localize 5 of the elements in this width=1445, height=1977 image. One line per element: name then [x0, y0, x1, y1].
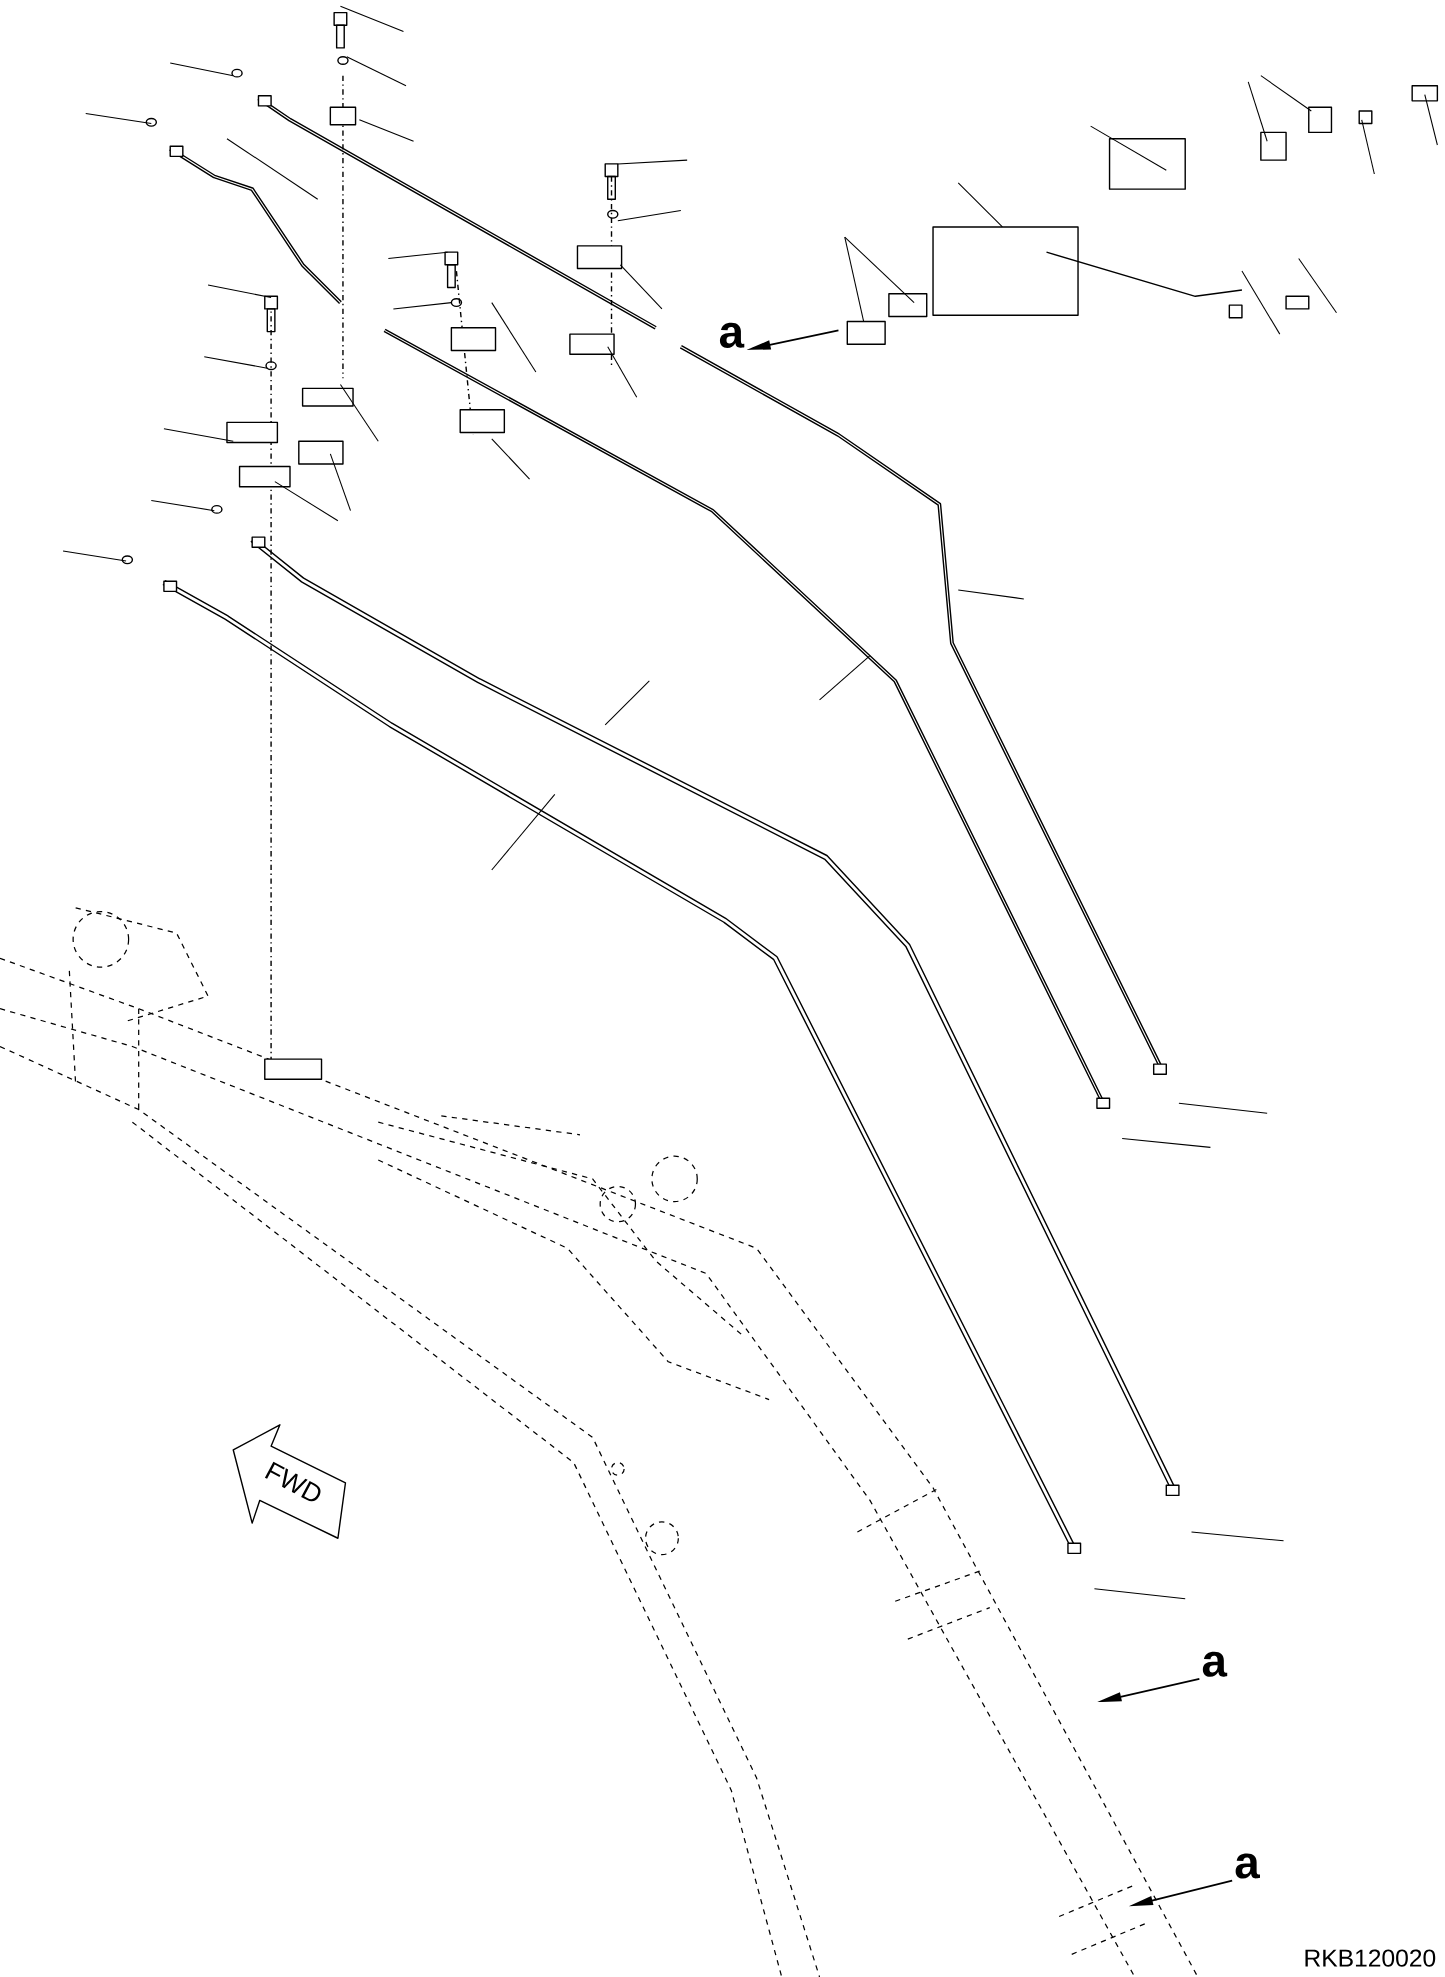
- callout-letter: a: [1235, 1853, 1261, 1879]
- callout-letter: a: [719, 322, 745, 348]
- direction-label: FWD: [264, 1461, 321, 1502]
- callout-letter: a: [1202, 1651, 1228, 1677]
- drawing-number: RKB120020: [1305, 1949, 1436, 1967]
